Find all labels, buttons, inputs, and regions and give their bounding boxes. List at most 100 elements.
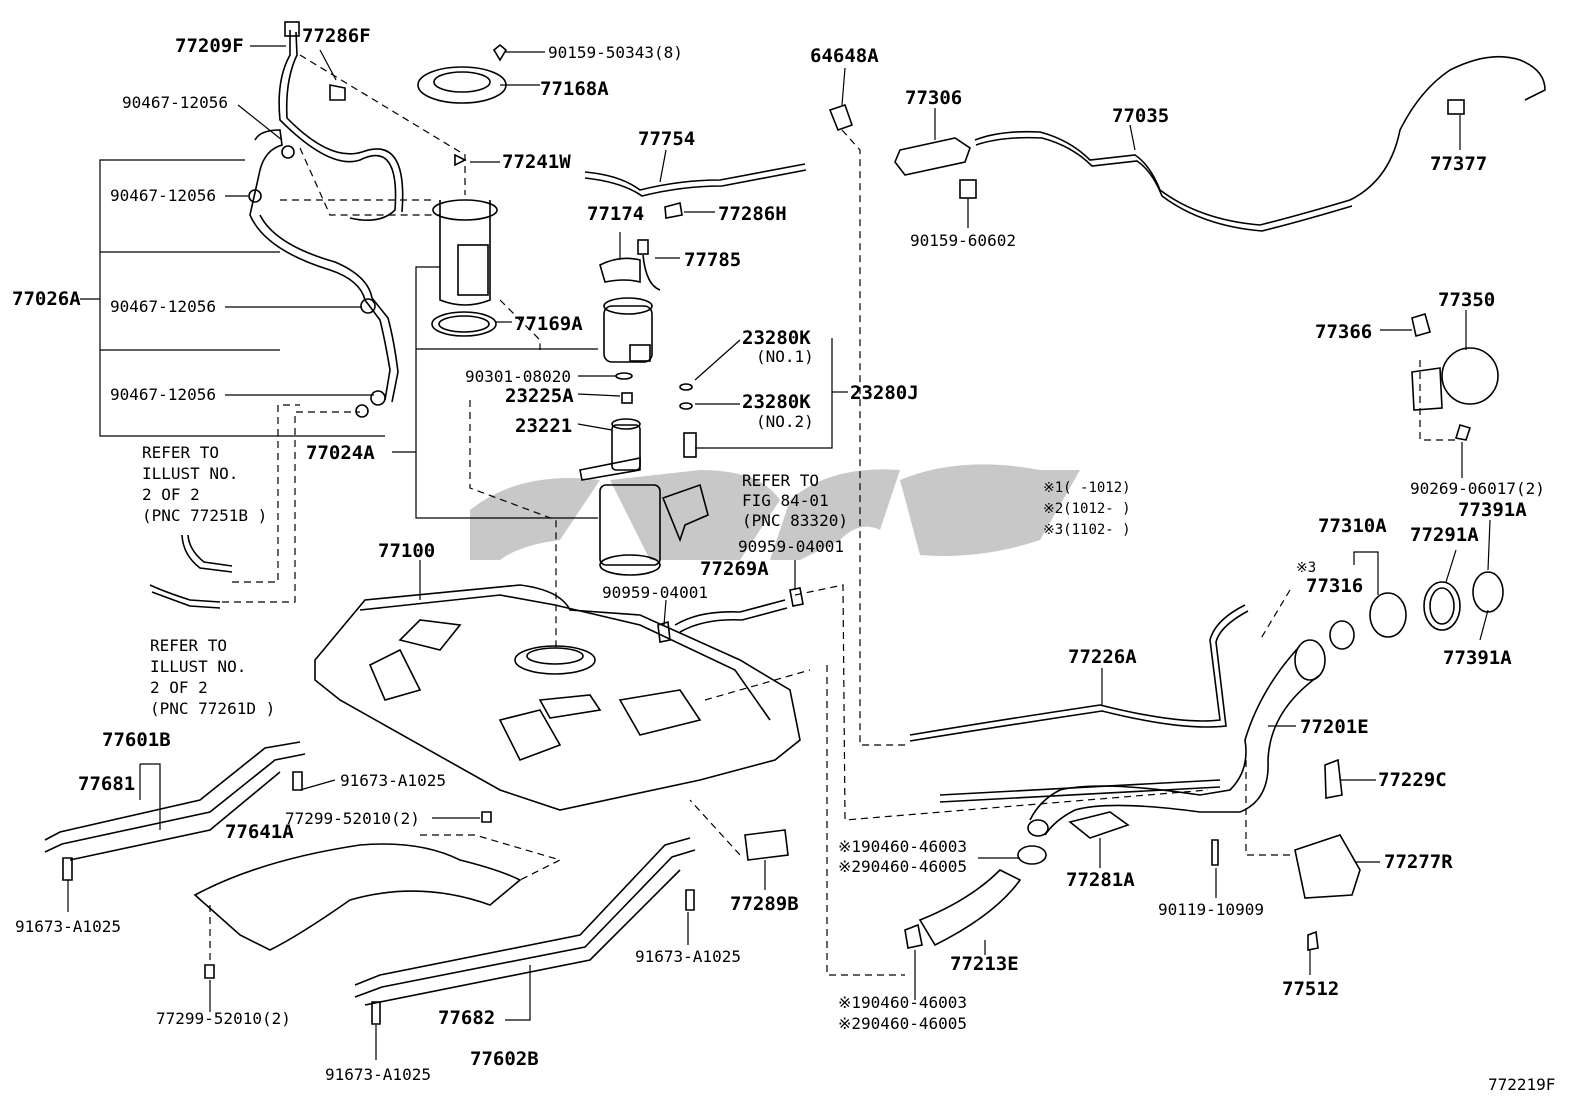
label-77168A: 77168A [540, 78, 609, 100]
left-bracket-lines [80, 159, 385, 437]
tube-77754 [584, 163, 807, 197]
note-star1: ※1( -1012) [1043, 480, 1131, 496]
label-77316: 77316 [1306, 575, 1363, 597]
protector-77277R [1294, 834, 1361, 899]
filler-pipe-77201E [939, 639, 1326, 837]
refer-note-3-line3: 2 OF 2 [150, 678, 208, 697]
label-77602B: 77602B [470, 1048, 539, 1070]
fuel-pump-assembly [417, 43, 508, 337]
tank-band-77601B [44, 741, 306, 861]
label-77391A-b: 77391A [1443, 647, 1512, 669]
short-pipes [149, 404, 360, 609]
label-90460-46003-a: ※190460-46003 [838, 837, 967, 856]
label-90467-12056-d: 90467-12056 [110, 385, 216, 404]
refer-note-3-line1: REFER TO [150, 636, 227, 655]
leader-lines [67, 45, 1491, 1060]
note-star2: ※2(1012- ) [1043, 501, 1131, 517]
bracket-77024A [392, 266, 598, 519]
fuel-filler-door [1411, 312, 1499, 441]
label-77024A: 77024A [306, 442, 375, 464]
bolt-90119-10909 [1211, 839, 1219, 866]
label-77391A-a: 77391A [1458, 499, 1527, 521]
fuel-door-opener [828, 55, 1546, 232]
label-77213E: 77213E [950, 953, 1019, 975]
label-no2: (NO.2) [756, 412, 814, 431]
refer-note-2-line2: FIG 84-01 [742, 491, 829, 510]
heat-insulator-77641A [193, 834, 562, 960]
hose-77269A [657, 587, 804, 643]
fuel-line-77209F [278, 21, 404, 221]
label-77641A: 77641A [225, 821, 294, 843]
label-77286F: 77286F [302, 25, 371, 47]
label-77035: 77035 [1112, 105, 1169, 127]
label-90269-06017: 90269-06017(2) [1410, 479, 1545, 498]
label-77269A: 77269A [700, 558, 769, 580]
label-90460-46005-a: ※290460-46005 [838, 857, 967, 876]
clip-77286H [664, 202, 683, 219]
label-90467-12056-c: 90467-12056 [110, 297, 216, 316]
label-64648A: 64648A [810, 45, 879, 67]
label-91673-A1025-b: 91673-A1025 [15, 917, 121, 936]
hose-77213E [904, 845, 1047, 949]
label-90159-60602: 90159-60602 [910, 231, 1016, 250]
tank-band-77602B [354, 837, 696, 1021]
fuel-pump-internals [579, 239, 709, 576]
label-23280K-2: 23280K [742, 391, 811, 413]
refer-note-1-line4: (PNC 77251B ) [142, 506, 267, 525]
label-23225A: 23225A [505, 385, 574, 407]
label-77241W: 77241W [502, 151, 571, 173]
part-labels: 77209F 77286F 90159-50343(8) 77168A 6464… [12, 25, 1555, 1094]
label-90460-46005-b: ※290460-46005 [838, 1014, 967, 1033]
refer-note-1-line3: 2 OF 2 [142, 485, 200, 504]
label-77512: 77512 [1282, 978, 1339, 1000]
label-77350: 77350 [1438, 289, 1495, 311]
label-90467-12056-b: 90467-12056 [110, 186, 216, 205]
label-77026A: 77026A [12, 288, 81, 310]
label-90159-50343: 90159-50343(8) [548, 43, 683, 62]
label-no1: (NO.1) [756, 347, 814, 366]
fuel-tank-77100 [314, 584, 801, 811]
label-90460-46003-b: ※190460-46003 [838, 993, 967, 1012]
dashed-connectors [280, 54, 1455, 976]
label-77201E: 77201E [1300, 716, 1369, 738]
label-90959-04001-a: 90959-04001 [738, 537, 844, 556]
watermark-logo [470, 464, 1080, 560]
clip-77512 [1307, 930, 1319, 951]
refer-note-3-line2: ILLUST NO. [150, 657, 246, 676]
bracket-23280J [694, 338, 848, 449]
label-77169A: 77169A [514, 313, 583, 335]
label-90301-08020: 90301-08020 [465, 367, 571, 386]
label-77226A: 77226A [1068, 646, 1137, 668]
label-90119-10909: 90119-10909 [1158, 900, 1264, 919]
label-23221: 23221 [515, 415, 572, 437]
label-77681: 77681 [78, 773, 135, 795]
label-77289B: 77289B [730, 893, 799, 915]
label-77277R: 77277R [1384, 851, 1453, 873]
label-77754: 77754 [638, 128, 695, 150]
refer-note-2-line3: (PNC 83320) [742, 511, 848, 530]
label-star3: ※3 [1296, 560, 1316, 576]
label-77291A: 77291A [1410, 524, 1479, 546]
label-77310A: 77310A [1318, 515, 1387, 537]
label-23280J: 23280J [850, 382, 919, 404]
refer-note-1-line1: REFER TO [142, 443, 219, 462]
clip-77229C [1324, 758, 1343, 799]
label-77100: 77100 [378, 540, 435, 562]
label-91673-A1025-c: 91673-A1025 [635, 947, 741, 966]
protector-77289B [744, 829, 789, 861]
label-77209F: 77209F [175, 35, 244, 57]
label-90467-12056-a: 90467-12056 [122, 93, 228, 112]
label-91673-A1025-d: 91673-A1025 [325, 1065, 431, 1084]
label-77377: 77377 [1430, 153, 1487, 175]
bracket-77281A [1068, 811, 1130, 839]
refer-note-3-line4: (PNC 77261D ) [150, 699, 275, 718]
label-90959-04001-b: 90959-04001 [602, 583, 708, 602]
label-77306: 77306 [905, 87, 962, 109]
label-77601B: 77601B [102, 729, 171, 751]
label-77366: 77366 [1315, 321, 1372, 343]
note-star3: ※3(1102- ) [1043, 522, 1131, 538]
label-77286H: 77286H [718, 203, 787, 225]
label-77174: 77174 [587, 203, 644, 225]
label-77299-52010-a: 77299-52010(2) [285, 809, 420, 828]
